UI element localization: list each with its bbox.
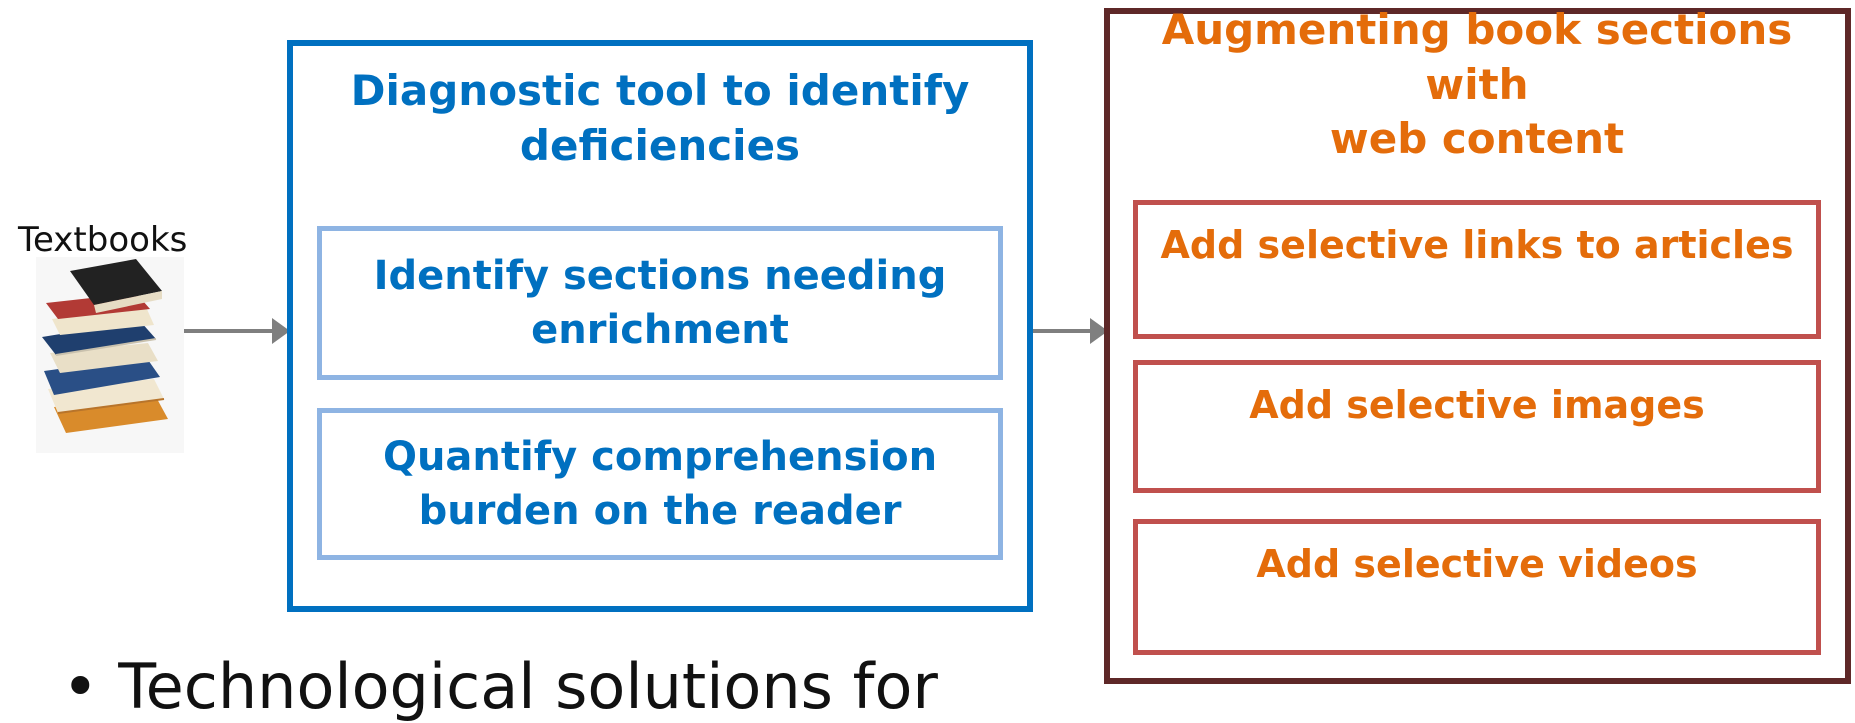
- add-images-label: Add selective images: [1249, 383, 1705, 427]
- identify-sections-box: Identify sections needing enrichment: [317, 226, 1003, 380]
- augmenting-box: [1104, 8, 1851, 684]
- quantify-comprehension-line1: Quantify comprehension: [382, 434, 938, 480]
- arrow-to-diagnostic-line: [184, 329, 274, 333]
- augmenting-title-line2: web content: [1329, 114, 1625, 164]
- add-links-box: Add selective links to articles: [1133, 200, 1821, 339]
- add-links-label: Add selective links to articles: [1160, 223, 1794, 267]
- arrow-to-augmenting-line: [1033, 329, 1093, 333]
- diagnostic-tool-box: [287, 40, 1033, 612]
- arrow-to-diagnostic-head: [272, 318, 290, 344]
- identify-sections-line1: Identify sections needing: [373, 253, 947, 299]
- textbooks-label: Textbooks: [18, 220, 188, 260]
- quantify-comprehension-line2: burden on the reader: [418, 488, 902, 534]
- identify-sections-line2: enrichment: [531, 307, 789, 353]
- diagnostic-tool-title: Diagnostic tool to identify deficiencies: [350, 58, 970, 178]
- books-image: [36, 257, 184, 453]
- add-videos-box: Add selective videos: [1133, 519, 1821, 655]
- quantify-comprehension-box: Quantify comprehension burden on the rea…: [317, 408, 1003, 560]
- augmenting-title: Augmenting book sections with web conten…: [1112, 5, 1842, 163]
- diagnostic-title-line2: deficiencies: [519, 121, 801, 170]
- bullet-text: • Technological solutions for: [62, 650, 938, 723]
- arrow-to-augmenting-head: [1090, 318, 1108, 344]
- add-videos-label: Add selective videos: [1256, 542, 1698, 586]
- augmenting-title-line1: Augmenting book sections with: [1161, 5, 1793, 109]
- diagnostic-title-line1: Diagnostic tool to identify: [350, 65, 970, 115]
- add-images-box: Add selective images: [1133, 360, 1821, 493]
